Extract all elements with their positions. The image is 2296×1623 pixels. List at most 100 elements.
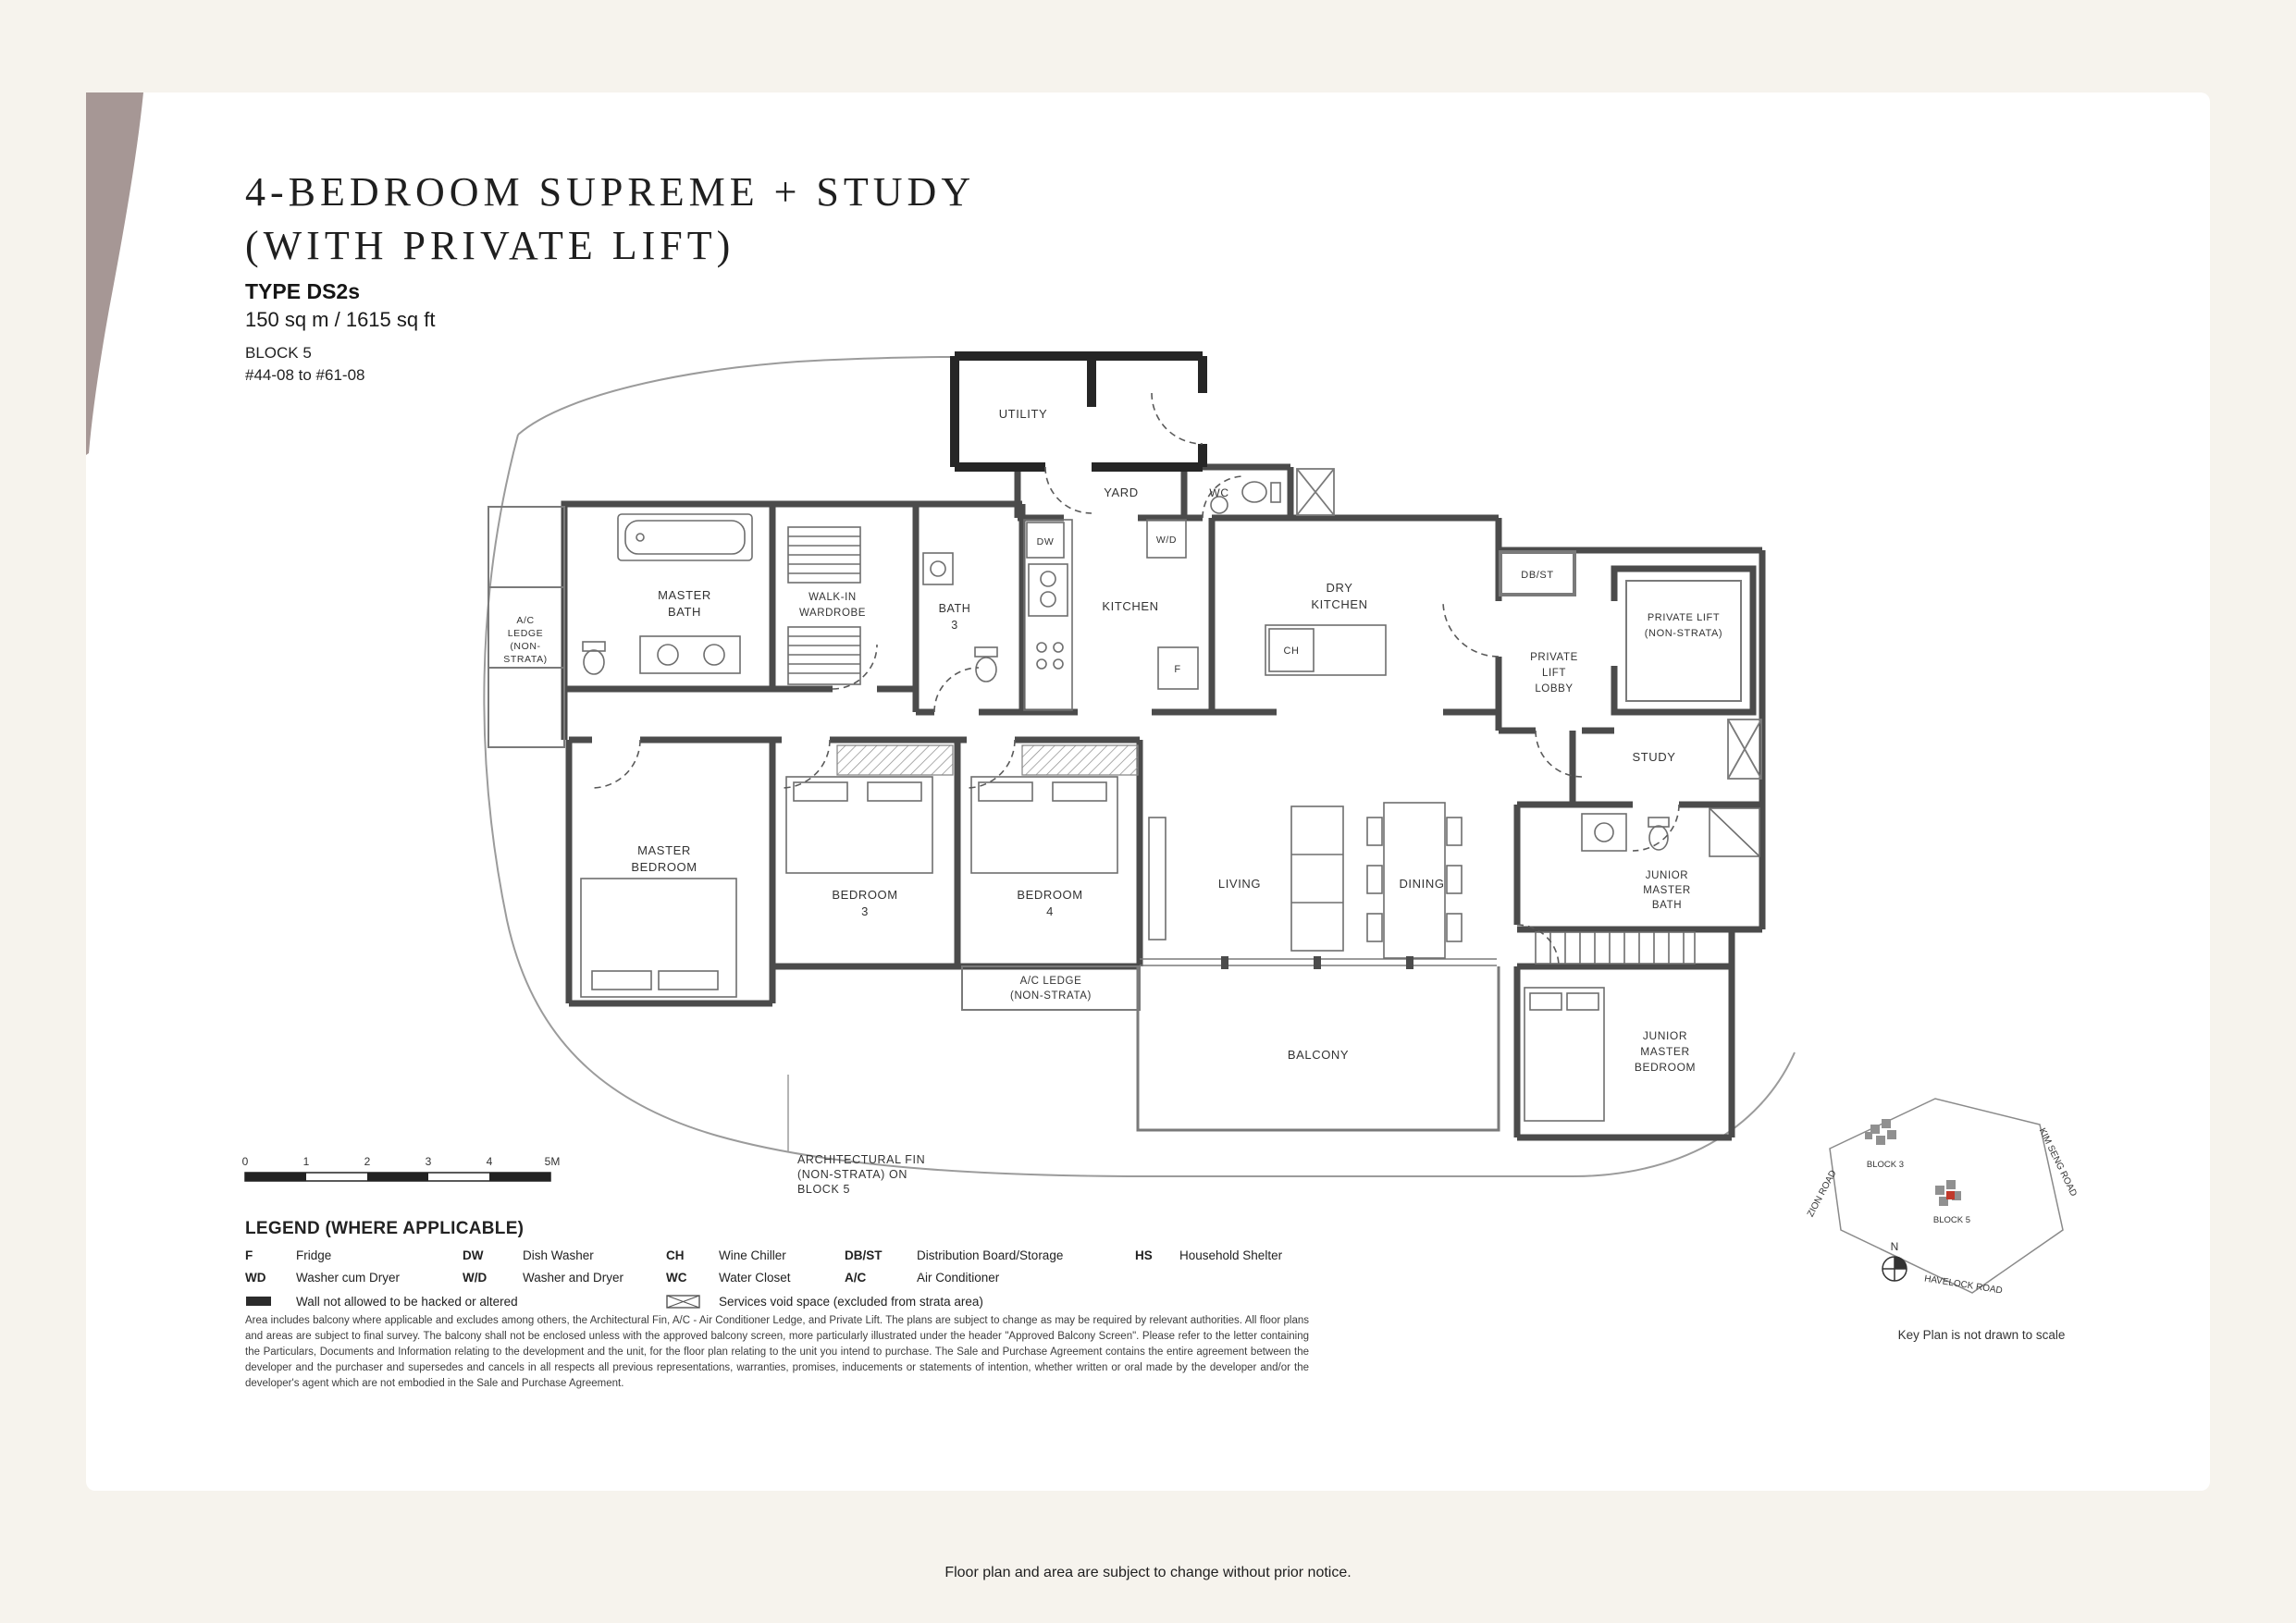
label-bedroom-3: 3 [861, 904, 869, 918]
bed-icon [785, 776, 933, 874]
label-architectural-fin: (NON-STRATA) ON [797, 1168, 907, 1181]
label-master-bedroom: BEDROOM [631, 860, 697, 874]
key-plan-block5-cluster [1935, 1180, 1961, 1206]
label-junior-master-bath: BATH [1652, 900, 1682, 911]
label-ac-ledge-left: LEDGE [508, 628, 544, 639]
sink-icon [922, 552, 954, 585]
label-bath-3: 3 [951, 619, 958, 632]
closet-shelving-icon [787, 626, 861, 685]
entry-door-arc [1151, 392, 1204, 445]
label-dw: DW [1037, 536, 1055, 547]
household-shelter-walls [950, 351, 1207, 472]
compass-icon [1882, 1256, 1907, 1282]
balcony-edge [1136, 966, 1500, 1132]
tv-console-icon [1148, 817, 1167, 941]
legend-wall-note: Wall not allowed to be hacked or altered [296, 1295, 518, 1309]
key-plan-unit-marker [1946, 1191, 1955, 1199]
legend-desc: Wine Chiller [719, 1248, 786, 1262]
legend-desc: Dish Washer [523, 1248, 594, 1262]
legend: LEGEND (WHERE APPLICABLE) F Fridge DW Di… [245, 1219, 1346, 1321]
room-labels: UTILITY YARD WC DW W/D KITCHEN DRY KITCH… [503, 407, 1722, 1196]
label-lift-lobby: LIFT [1542, 668, 1566, 679]
label-ch: CH [1283, 646, 1299, 657]
scale-tick: 5M [545, 1155, 561, 1168]
key-plan-road-zion: ZION ROAD [1806, 1169, 1839, 1219]
plan-title-line2: (WITH PRIVATE LIFT) [245, 223, 735, 268]
wardrobe-hatch [1021, 744, 1139, 776]
legend-desc: Household Shelter [1179, 1248, 1283, 1262]
scale-tick: 3 [426, 1155, 432, 1168]
label-ac-ledge-bottom: (NON-STRATA) [1010, 990, 1092, 1002]
legend-desc: Washer and Dryer [523, 1271, 624, 1285]
wine-chiller-box [1268, 628, 1315, 672]
label-private-lift: PRIVATE LIFT [1648, 612, 1720, 623]
washer-dryer-box [1146, 519, 1187, 559]
key-plan-block3-label: BLOCK 3 [1867, 1160, 1904, 1170]
key-plan-note: Key Plan is not drawn to scale [1898, 1328, 2066, 1342]
services-void-box [1727, 719, 1762, 780]
unit-range: #44-08 to #61-08 [245, 366, 365, 384]
legend-abbr: F [245, 1248, 253, 1262]
dining-table-icon [1366, 802, 1463, 959]
label-junior-master-bath: JUNIOR [1646, 870, 1688, 881]
toilet-icon [974, 646, 998, 682]
bed-icon [1524, 987, 1605, 1122]
label-yard: YARD [1104, 486, 1139, 499]
legend-services-note: Services void space (excluded from strat… [719, 1295, 983, 1309]
thin-structures [488, 468, 1762, 1132]
label-dining: DINING [1399, 877, 1444, 891]
legend-desc: Fridge [296, 1248, 332, 1262]
label-wd: W/D [1156, 535, 1177, 546]
legend-abbr: A/C [845, 1271, 867, 1285]
ac-ledge-bottom-box [961, 965, 1141, 1011]
legend-abbr: WD [245, 1271, 266, 1285]
label-junior-master-bedroom: BEDROOM [1635, 1061, 1696, 1074]
legend-title: LEGEND (WHERE APPLICABLE) [245, 1219, 525, 1238]
floorplan-card [86, 92, 2210, 1491]
label-junior-master-bedroom: JUNIOR [1643, 1029, 1687, 1042]
scale-tick: 1 [303, 1155, 310, 1168]
door-swings [591, 392, 1680, 967]
fridge-box [1157, 646, 1199, 690]
label-ac-ledge-left: A/C [516, 615, 534, 626]
label-dbst: DB/ST [1521, 570, 1553, 581]
label-walk-in-wardrobe: WARDROBE [799, 608, 866, 619]
vanity-icon [1581, 813, 1627, 852]
label-bath-3: BATH [939, 602, 971, 615]
island-counter-icon [1265, 624, 1387, 676]
scale-tick: 2 [364, 1155, 371, 1168]
dbst-box [1499, 550, 1576, 596]
toilet-icon [582, 641, 606, 675]
legend-abbr: HS [1135, 1248, 1153, 1262]
bed-icon [580, 878, 737, 998]
label-architectural-fin: BLOCK 5 [797, 1183, 850, 1196]
label-master-bath: MASTER [658, 588, 711, 602]
closet-shelving-icon [787, 526, 861, 584]
legend-abbr: DW [463, 1248, 484, 1262]
label-bedroom-4: 4 [1046, 904, 1054, 918]
unit-type: TYPE DS2s [245, 279, 360, 303]
label-master-bath: BATH [668, 605, 701, 619]
label-utility: UTILITY [999, 407, 1048, 421]
sofa-icon [1290, 805, 1344, 952]
label-balcony: BALCONY [1288, 1048, 1349, 1062]
label-dry-kitchen: KITCHEN [1311, 597, 1367, 611]
lift-car [1625, 580, 1742, 702]
toilet-icon [1210, 481, 1281, 514]
wardrobe-shelving-icon [1535, 931, 1696, 965]
label-ac-ledge-bottom: A/C LEDGE [1020, 976, 1082, 987]
unit-walls [561, 463, 1766, 1141]
key-plan-block5-label: BLOCK 5 [1933, 1215, 1970, 1225]
label-architectural-fin: ARCHITECTURAL FIN [797, 1153, 925, 1166]
dishwasher-box [1026, 522, 1065, 559]
label-lift-lobby: PRIVATE [1530, 652, 1578, 663]
legend-abbr: CH [666, 1248, 685, 1262]
label-master-bedroom: MASTER [637, 843, 691, 857]
key-plan-boundary [1829, 1098, 2064, 1294]
key-plan: BLOCK 3 BLOCK 5 ZION ROAD KIM SENG ROAD … [1806, 1098, 2079, 1342]
legend-desc: Air Conditioner [917, 1271, 1000, 1285]
legend-abbr: DB/ST [845, 1248, 883, 1262]
label-wc: WC [1209, 486, 1228, 499]
